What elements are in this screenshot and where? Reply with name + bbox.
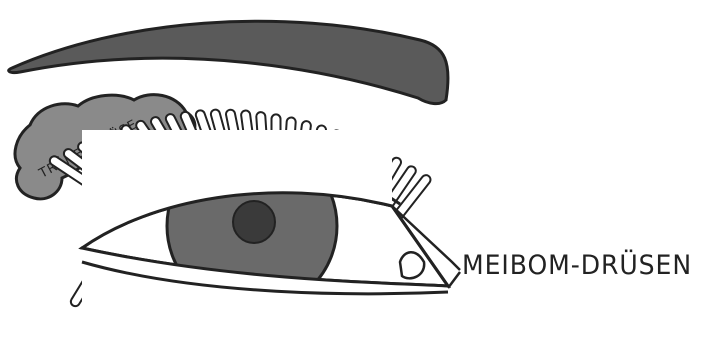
eyebrow [9, 21, 448, 103]
meibom-pointer-lower [448, 272, 460, 288]
pupil [233, 201, 275, 243]
inner-canthus [400, 252, 424, 278]
meibomian-glands-label: MEIBOM-DRÜSEN [462, 250, 692, 281]
